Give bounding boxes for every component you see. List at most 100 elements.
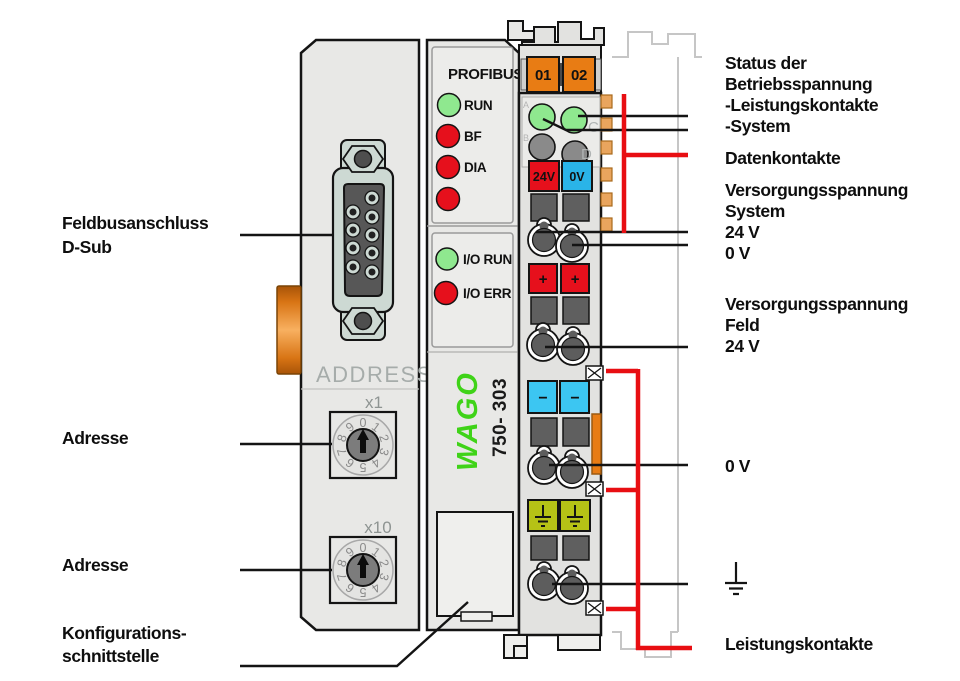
caption-adresse-top: Adresse bbox=[62, 428, 129, 448]
caption-feldbus-line2: D-Sub bbox=[62, 237, 112, 257]
svg-text:0: 0 bbox=[360, 541, 367, 555]
configuration-cover-tab bbox=[460, 611, 493, 622]
led-unlabeled bbox=[435, 186, 461, 212]
caption-konfig-line2: schnittstelle bbox=[62, 646, 160, 666]
callout-status-2 bbox=[542, 117, 688, 132]
led-a bbox=[528, 103, 556, 131]
caption-feldbus-line1: Feldbusanschluss bbox=[62, 213, 209, 233]
caption-konfig-line1: Konfigurations- bbox=[62, 623, 187, 643]
led-bf-label: BF bbox=[464, 129, 481, 144]
led-dia bbox=[435, 154, 461, 180]
callout-datenkontakte bbox=[621, 94, 688, 233]
profibus-panel bbox=[431, 46, 514, 224]
caption-leistungskontakte: Leistungskontakte bbox=[725, 634, 873, 654]
configuration-interface-cover bbox=[436, 511, 514, 617]
channel-01-label: 01 bbox=[535, 67, 551, 84]
box-minus-right bbox=[559, 380, 590, 414]
power-jumper-contact bbox=[585, 481, 604, 497]
model-number: 750- 303 bbox=[490, 378, 511, 457]
led-c-label: C bbox=[588, 119, 599, 136]
channel-box-01 bbox=[526, 56, 560, 93]
terminal-pair-0v bbox=[527, 445, 589, 489]
box-24v bbox=[528, 160, 560, 192]
coupler-right-section: PROFIBUS RUN BF DIA I/O RUN I/O ERR WAGO… bbox=[425, 38, 524, 632]
callout-leistungskontakte bbox=[606, 368, 692, 651]
data-contact-tabs bbox=[600, 94, 613, 232]
svg-text:2: 2 bbox=[376, 558, 391, 569]
led-io-err bbox=[433, 280, 459, 306]
svg-text:8: 8 bbox=[334, 433, 349, 444]
bottom-foot-left bbox=[503, 634, 528, 659]
callout-konfig bbox=[240, 601, 469, 668]
rotary-switch-x1: x1 0 1 2 3 4 5 6 7 8 9 bbox=[328, 393, 398, 480]
caption-vsys-0v: 0 V bbox=[725, 243, 751, 263]
x1-label: x1 bbox=[365, 393, 383, 412]
caption-status-line3: -Leistungskontakte bbox=[725, 95, 879, 115]
box-0v bbox=[561, 160, 593, 192]
caption-vsys-line1: Versorgungsspannung bbox=[725, 180, 908, 200]
clamp-ports-row4 bbox=[530, 535, 590, 561]
box-plus-right bbox=[560, 263, 590, 294]
led-d-label: D bbox=[581, 146, 592, 163]
caption-vfeld-line1: Versorgungsspannung bbox=[725, 294, 908, 314]
power-jumper-contact bbox=[585, 365, 604, 381]
rotary-switch-x10: x10 0 1 2 3 4 5 6 7 8 9 bbox=[328, 518, 398, 605]
right-captions: Status der Betriebsspannung -Leistungsko… bbox=[725, 53, 908, 654]
led-io-run bbox=[435, 247, 459, 271]
screw-post-bottom bbox=[353, 311, 373, 331]
caption-adresse-bottom: Adresse bbox=[62, 555, 129, 575]
wago-logo: WAGO bbox=[452, 371, 484, 471]
caption-datenkontakte: Datenkontakte bbox=[725, 148, 841, 168]
svg-text:7: 7 bbox=[334, 571, 349, 582]
terminal-block: 01 02 A B C D 24V 0V + + bbox=[503, 21, 613, 659]
dial-arrow bbox=[357, 429, 369, 453]
caption-status-line4: -System bbox=[725, 116, 790, 136]
led-io-run-label: I/O RUN bbox=[463, 252, 512, 267]
earth-symbol bbox=[535, 505, 583, 527]
caption-vsys-24v: 24 V bbox=[725, 222, 760, 242]
screw-post-top bbox=[353, 149, 373, 169]
address-title: ADDRESS bbox=[316, 362, 433, 387]
channel-box-link bbox=[558, 63, 565, 86]
led-c bbox=[560, 106, 588, 134]
dsub-connector bbox=[331, 139, 395, 341]
svg-text:8: 8 bbox=[334, 558, 349, 569]
led-run-label: RUN bbox=[464, 98, 492, 113]
svg-text:3: 3 bbox=[376, 571, 391, 582]
terminal-pair-earth bbox=[527, 561, 589, 605]
caption-vfeld-line2: Feld bbox=[725, 315, 759, 335]
led-b-label: B bbox=[523, 133, 529, 143]
box-minus-left bbox=[527, 380, 558, 414]
caption-0v: 0 V bbox=[725, 456, 751, 476]
channel-box-02 bbox=[562, 56, 596, 93]
plus-label: + bbox=[571, 271, 580, 288]
svg-text:5: 5 bbox=[359, 585, 366, 599]
callout-lines-black bbox=[240, 114, 688, 668]
x10-label: x10 bbox=[364, 518, 391, 537]
terminal-pair-field-supply bbox=[526, 322, 590, 366]
svg-text:3: 3 bbox=[376, 446, 391, 457]
minus-label: − bbox=[538, 390, 547, 407]
channel-02-label: 02 bbox=[571, 67, 587, 84]
led-io-err-label: I/O ERR bbox=[463, 286, 512, 301]
box-24v-label: 24V bbox=[533, 170, 556, 184]
svg-text:7: 7 bbox=[334, 446, 349, 457]
caption-status-line1: Status der bbox=[725, 53, 807, 73]
box-plus-left bbox=[528, 263, 558, 294]
profibus-title: PROFIBUS bbox=[448, 66, 523, 83]
orange-release-tab bbox=[276, 285, 302, 375]
led-a-label: A bbox=[523, 100, 529, 110]
led-run bbox=[436, 92, 462, 118]
top-latch bbox=[521, 21, 605, 46]
minus-label: − bbox=[570, 390, 579, 407]
earth-symbol-large bbox=[725, 562, 747, 596]
plus-label: + bbox=[539, 271, 548, 288]
svg-text:0: 0 bbox=[360, 416, 367, 430]
led-dia-label: DIA bbox=[464, 160, 487, 175]
caption-status-line2: Betriebsspannung bbox=[725, 74, 872, 94]
svg-text:2: 2 bbox=[376, 433, 391, 444]
box-0v-label: 0V bbox=[569, 170, 585, 184]
led-b bbox=[528, 133, 556, 161]
